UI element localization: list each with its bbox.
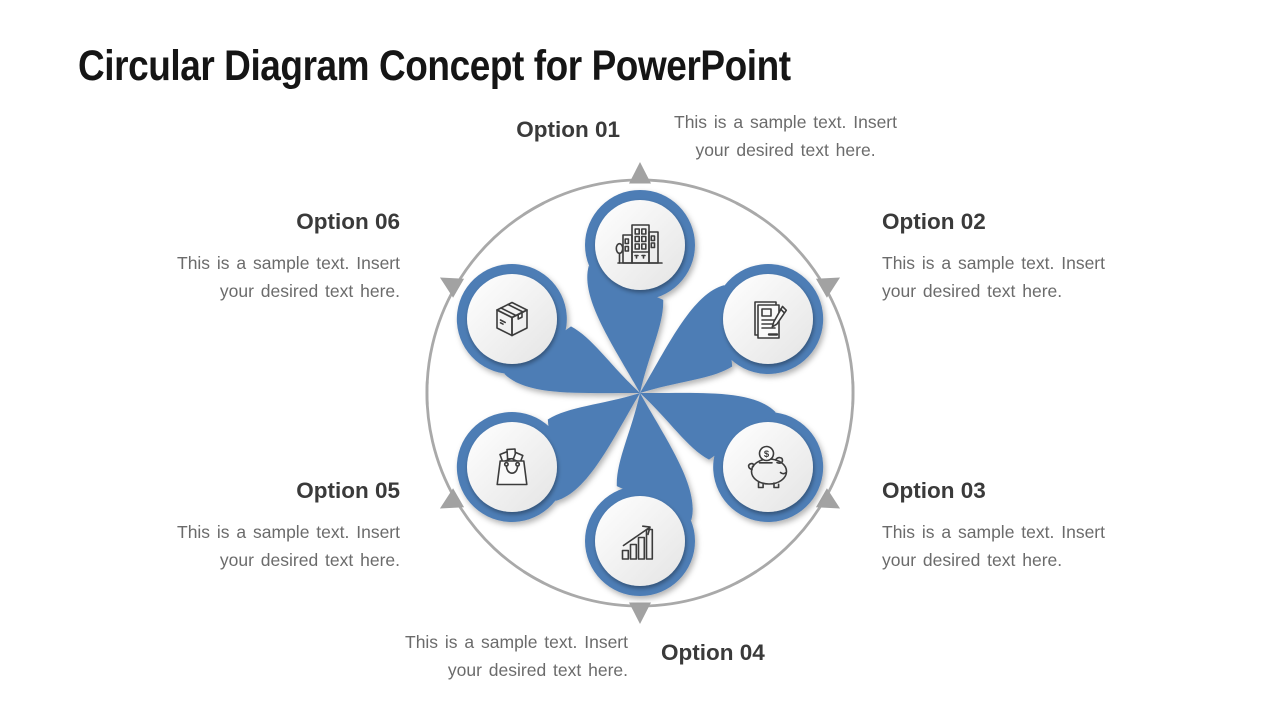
description-line: This is a sample text. Insert bbox=[674, 112, 897, 132]
option-04-label: Option 04 bbox=[661, 640, 765, 665]
option-02-label: Option 02 bbox=[882, 209, 986, 234]
option-01-label: Option 01 bbox=[516, 117, 620, 142]
description-line: This is a sample text. Insert bbox=[405, 632, 628, 652]
package-box-icon bbox=[496, 301, 528, 337]
dollar-sign: $ bbox=[764, 449, 770, 460]
option-04-description: This is a sample text. Insert your desir… bbox=[358, 628, 628, 684]
description-line: your desired text here. bbox=[882, 281, 1063, 301]
growth-bar-chart-icon bbox=[621, 525, 654, 560]
flow-arc-lower-right bbox=[735, 380, 855, 585]
flow-arc-bottom bbox=[522, 570, 758, 624]
circular-diagram: $ bbox=[425, 162, 855, 624]
flow-arc-upper-right bbox=[735, 201, 855, 406]
option-05-label: Option 05 bbox=[296, 478, 400, 503]
description-line: This is a sample text. Insert bbox=[177, 253, 400, 273]
flow-arc-lower-left bbox=[425, 380, 545, 585]
option-06-label: Option 06 bbox=[296, 209, 400, 234]
description-line: your desired text here. bbox=[882, 550, 1063, 570]
flow-arc-upper-left bbox=[425, 201, 545, 406]
arrow-up-icon bbox=[629, 162, 651, 184]
office-building-icon bbox=[615, 224, 663, 264]
description-line: your desired text here. bbox=[219, 550, 400, 570]
description-line: your desired text here. bbox=[219, 281, 400, 301]
option-04-circle bbox=[595, 496, 685, 586]
description-line: This is a sample text. Insert bbox=[882, 253, 1105, 273]
description-line: your desired text here. bbox=[695, 140, 876, 160]
arrow-down-icon bbox=[629, 602, 651, 624]
page-title: Circular Diagram Concept for PowerPoint bbox=[78, 42, 791, 90]
option-01-circle bbox=[595, 200, 685, 290]
option-06-description: This is a sample text. Insert your desir… bbox=[128, 249, 400, 305]
option-03-description: This is a sample text. Insert your desir… bbox=[882, 518, 1157, 574]
shopping-bag-icon bbox=[496, 448, 528, 486]
piggy-bank-icon: $ bbox=[747, 445, 788, 489]
description-line: This is a sample text. Insert bbox=[882, 522, 1105, 542]
option-03-circle bbox=[723, 422, 813, 512]
description-line: your desired text here. bbox=[447, 660, 628, 680]
document-pen-icon bbox=[754, 301, 788, 339]
option-03-label: Option 03 bbox=[882, 478, 986, 503]
option-05-description: This is a sample text. Insert your desir… bbox=[128, 518, 400, 574]
description-line: This is a sample text. Insert bbox=[177, 522, 400, 542]
flow-arcs bbox=[425, 162, 855, 624]
option-01-description: This is a sample text. Insert your desir… bbox=[648, 108, 923, 164]
arrow-left-icon bbox=[439, 488, 465, 509]
arrow-right-icon bbox=[815, 277, 841, 298]
arrow-up-left-icon bbox=[439, 277, 465, 298]
arrow-down-right-icon bbox=[815, 488, 841, 509]
option-02-description: This is a sample text. Insert your desir… bbox=[882, 249, 1157, 305]
flow-arc-top bbox=[522, 162, 758, 216]
